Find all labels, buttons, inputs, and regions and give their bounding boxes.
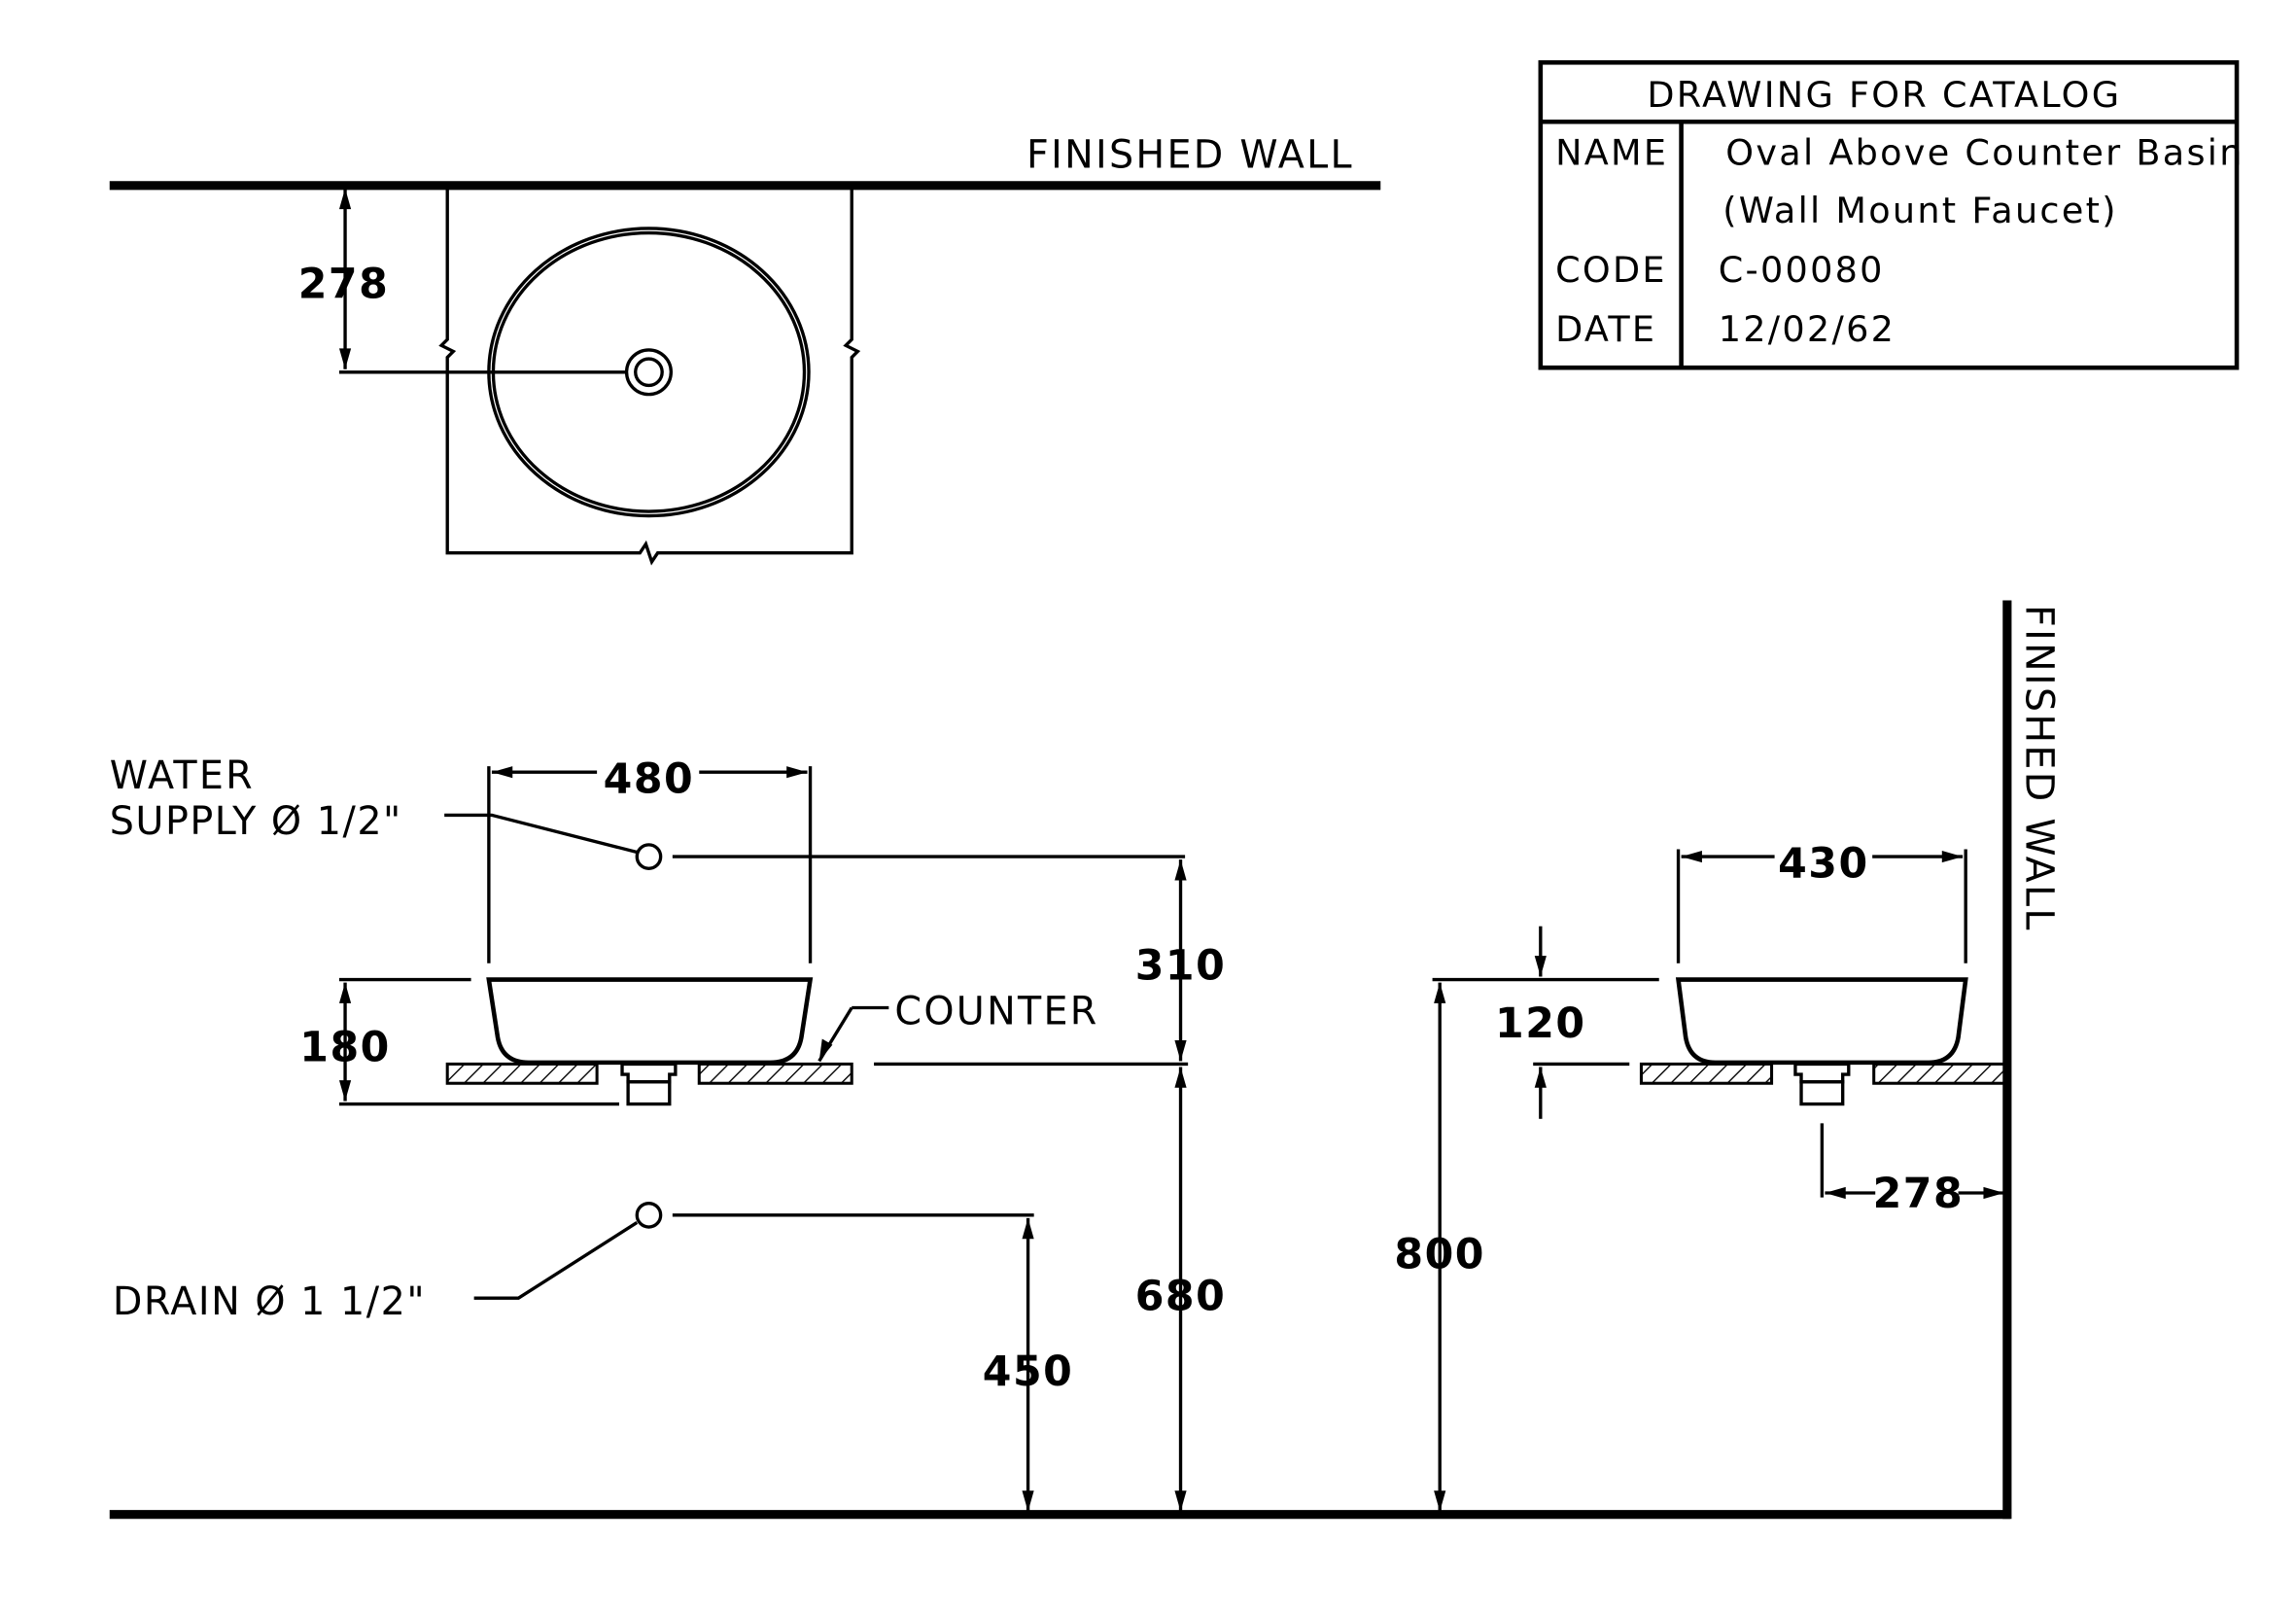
drain-hole bbox=[624, 348, 673, 397]
date-label: DATE bbox=[1555, 308, 1656, 350]
dim-side-height: 800 bbox=[1394, 1231, 1485, 1279]
title-block: DRAWING FOR CATALOG NAME Oval Above Coun… bbox=[1538, 59, 2244, 370]
finished-wall-side-label: FINISHED WALL bbox=[2017, 605, 2062, 932]
dim-counter-height: 680 bbox=[1135, 1272, 1227, 1320]
title-block-heading: DRAWING FOR CATALOG bbox=[1647, 74, 2121, 116]
code-label: CODE bbox=[1555, 249, 1667, 291]
dim-side-width: 430 bbox=[1778, 839, 1869, 888]
side-basin-profile bbox=[1675, 977, 1968, 1066]
dim-supply-above-counter: 310 bbox=[1135, 942, 1227, 991]
dim-drain-to-wall: 278 bbox=[1873, 1170, 1965, 1218]
front-basin-profile bbox=[486, 977, 814, 1066]
drain-point bbox=[635, 1201, 663, 1229]
water-supply-label-line1: WATER bbox=[110, 753, 255, 798]
dim-plan-depth: 278 bbox=[298, 261, 390, 309]
water-supply-label-line2: SUPPLY Ø 1/2" bbox=[110, 799, 402, 844]
front-elevation: 480 180 WATER SUPPLY Ø 1/2" COUNTER 310 … bbox=[110, 753, 2010, 1520]
date-value: 12/02/62 bbox=[1719, 308, 1896, 350]
counter-label: COUNTER bbox=[894, 989, 1098, 1033]
water-supply-point bbox=[635, 843, 663, 870]
dim-side-basin-height: 120 bbox=[1495, 999, 1586, 1048]
name-value-line1: Oval Above Counter Basin bbox=[1725, 131, 2244, 173]
side-elevation: FINISHED WALL 430 800 120 278 bbox=[1394, 600, 2062, 1520]
finished-wall-top-label: FINISHED WALL bbox=[1026, 132, 1354, 177]
name-label: NAME bbox=[1555, 131, 1668, 173]
plan-view: FINISHED WALL 278 bbox=[109, 132, 1381, 566]
dim-drain-height: 450 bbox=[983, 1348, 1074, 1396]
name-value-line2: (Wall Mount Faucet) bbox=[1722, 190, 2118, 231]
dim-front-width: 480 bbox=[604, 755, 695, 804]
drain-label: DRAIN Ø 1 1/2" bbox=[113, 1279, 426, 1324]
dim-basin-height: 180 bbox=[299, 1023, 391, 1071]
code-value: C-00080 bbox=[1719, 249, 1885, 291]
